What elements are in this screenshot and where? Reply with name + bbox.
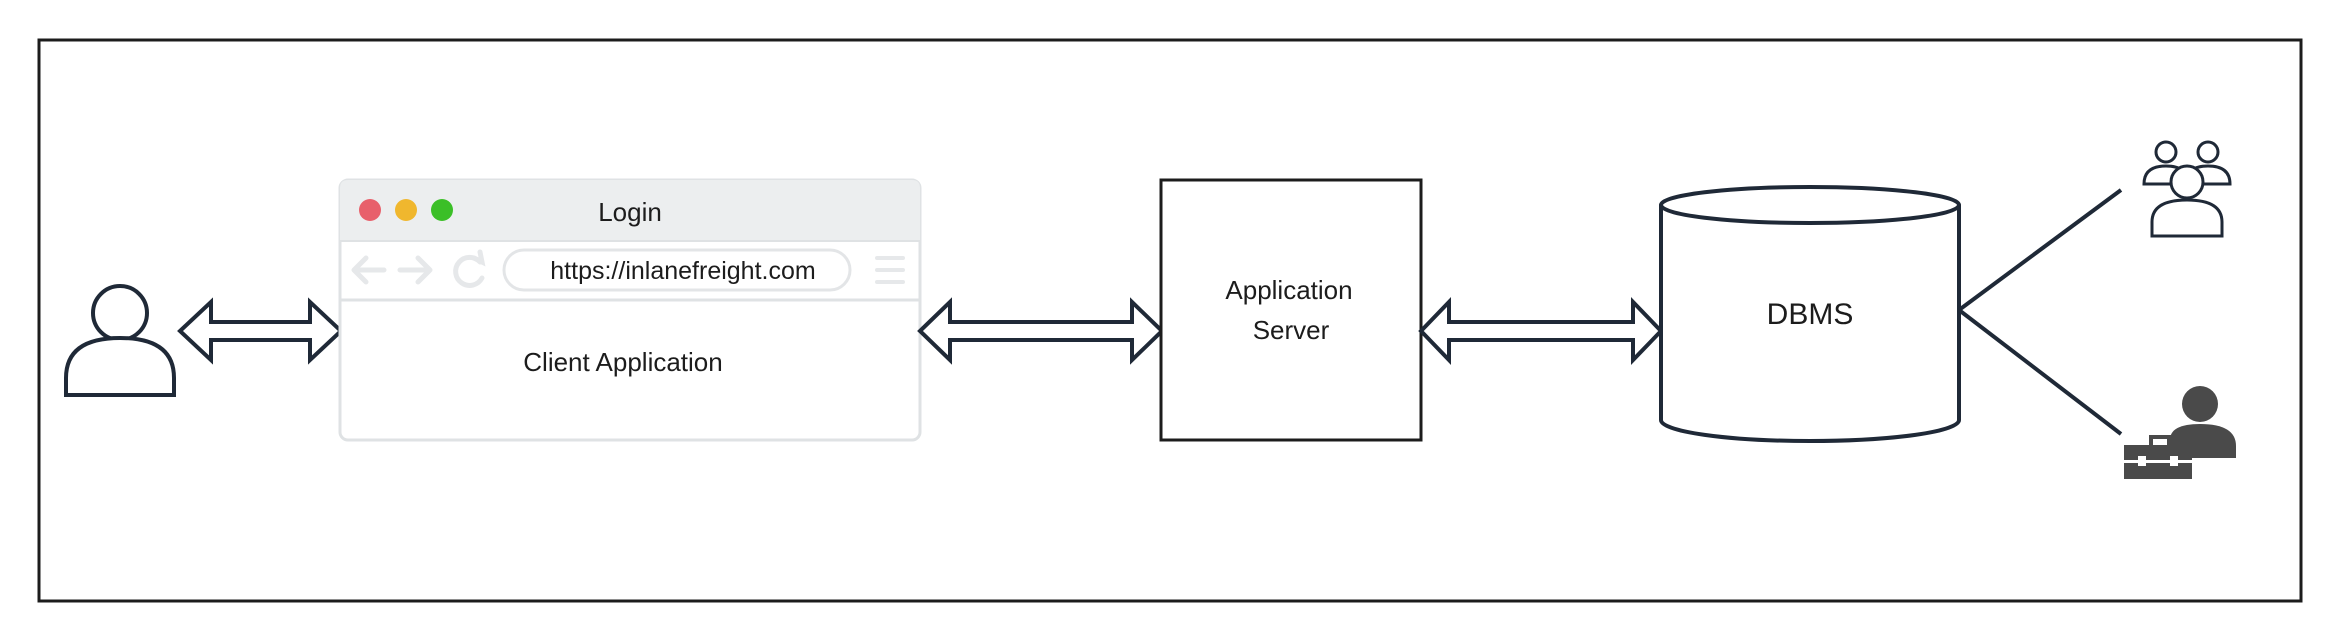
- back-arrow-icon[interactable]: [351, 255, 387, 285]
- application-server-label-line2: Server: [1253, 315, 1330, 345]
- arrow-browser-appserver: [917, 297, 1165, 365]
- dbms-label: DBMS: [1767, 298, 1854, 331]
- forward-arrow-icon[interactable]: [397, 255, 433, 285]
- menu-icon[interactable]: [875, 256, 905, 284]
- user-icon: [64, 284, 176, 397]
- browser-window: Login https://inlanefreight.com Client A…: [338, 178, 922, 442]
- application-server-label-line1: Application: [1225, 275, 1352, 305]
- application-server-box: [1159, 178, 1423, 442]
- browser-title: Login: [598, 197, 662, 227]
- reload-icon[interactable]: [453, 249, 486, 288]
- close-dot-icon[interactable]: [359, 199, 381, 221]
- arrow-user-browser: [177, 297, 344, 365]
- address-bar-url: https://inlanefreight.com: [550, 257, 815, 285]
- maximize-dot-icon[interactable]: [431, 199, 453, 221]
- address-bar[interactable]: [502, 248, 852, 292]
- connector-dbms-user-group: [1957, 188, 2123, 312]
- admin-user-with-toolbox-icon: [2124, 386, 2236, 479]
- browser-title-bar: [340, 180, 920, 241]
- minimize-dot-icon[interactable]: [395, 199, 417, 221]
- arrow-appserver-dbms: [1418, 297, 1664, 365]
- client-application-label: Client Application: [523, 347, 722, 377]
- user-group-icon: [2142, 140, 2232, 238]
- connector-dbms-admin: [1957, 308, 2123, 436]
- outer-frame: [37, 38, 2303, 603]
- dbms-cylinder: [1659, 185, 1961, 443]
